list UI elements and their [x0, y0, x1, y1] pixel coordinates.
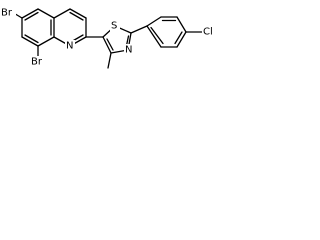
- atom-label-br-top: Br: [1, 8, 13, 19]
- atom-label-n-quinoline: N: [66, 41, 73, 52]
- chemical-structure-diagram: Br Br N S N Cl: [0, 7, 218, 69]
- bond: [107, 52, 112, 69]
- bond: [146, 16, 162, 27]
- atom-label-cl: Cl: [203, 27, 213, 38]
- bond: [176, 31, 187, 48]
- bonds: [11, 8, 204, 69]
- bond: [21, 36, 39, 47]
- bond: [174, 31, 183, 45]
- bond: [130, 25, 148, 34]
- bond: [176, 16, 187, 33]
- bond: [106, 38, 114, 51]
- bond: [69, 11, 84, 21]
- bond: [150, 26, 164, 45]
- bond: [37, 36, 55, 47]
- bond: [53, 8, 71, 19]
- bond: [102, 36, 112, 54]
- bond: [21, 8, 39, 19]
- atom-labels: Br Br N S N Cl: [0, 7, 218, 68]
- atom-label-n-thiazole: N: [125, 45, 132, 56]
- atom-label-s-thiazole: S: [111, 21, 117, 32]
- atom-label-br-bottom: Br: [31, 57, 43, 68]
- bond: [37, 8, 55, 19]
- bond: [69, 8, 87, 19]
- bond: [24, 34, 39, 44]
- bond: [146, 25, 162, 48]
- bond: [24, 11, 39, 21]
